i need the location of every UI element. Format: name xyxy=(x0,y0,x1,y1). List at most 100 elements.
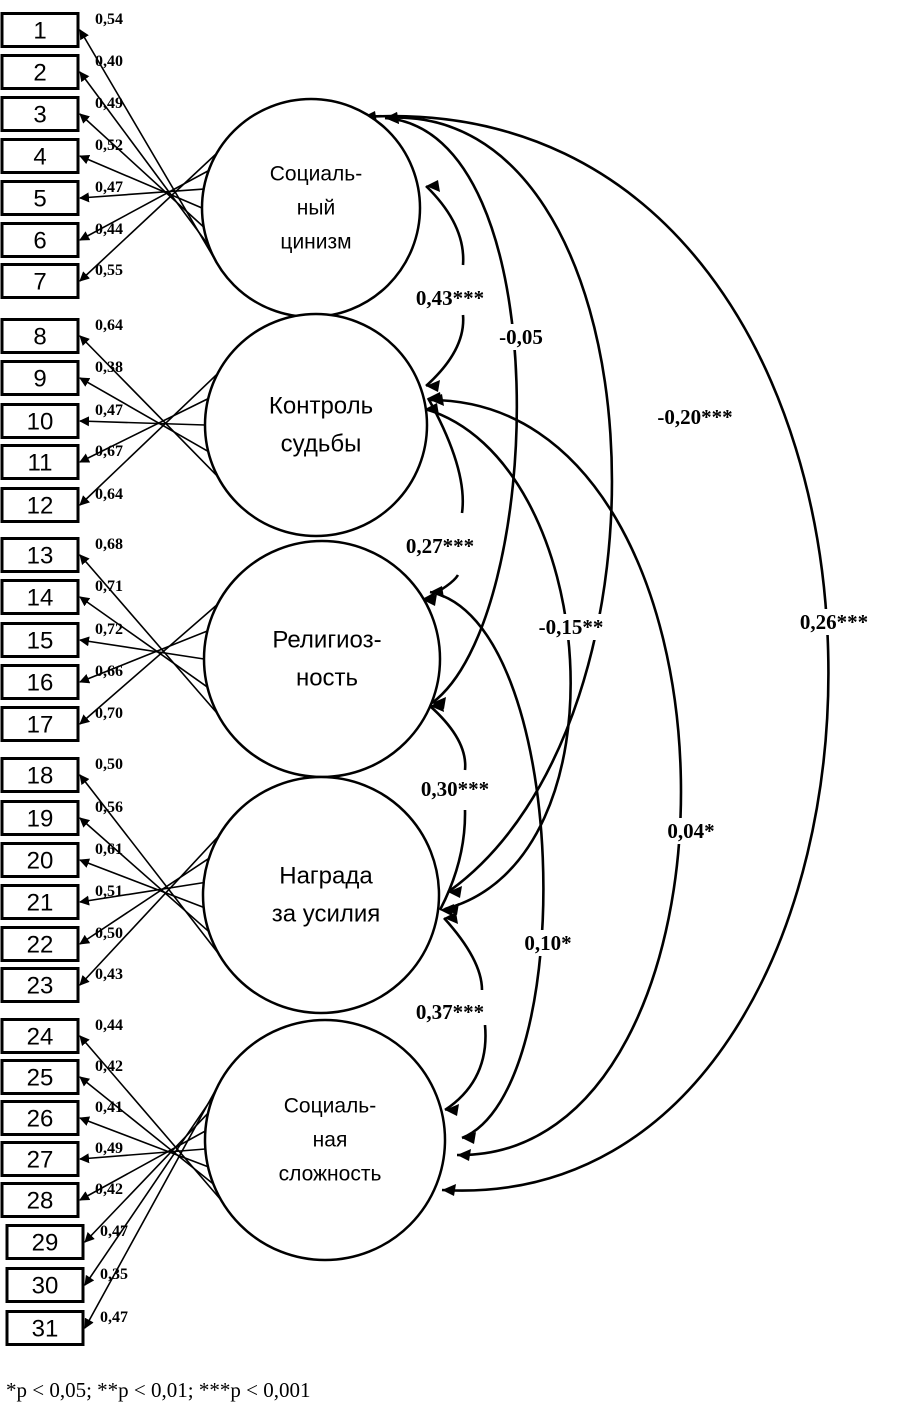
item-box-frame xyxy=(0,926,80,962)
item-box-12: 12 xyxy=(0,487,80,523)
item-box-21: 21 xyxy=(0,884,80,920)
correlation-arrowhead xyxy=(426,180,440,192)
correlation-label-bg xyxy=(412,999,488,1025)
correlation-value: -0,20*** xyxy=(657,405,732,429)
item-box-frame xyxy=(0,1141,80,1177)
correlation-value: 0,43*** xyxy=(416,286,484,310)
loading-value-11: 0,67 xyxy=(95,443,123,460)
item-label: 19 xyxy=(27,806,54,833)
factor-circle xyxy=(202,539,442,779)
item-box-16: 16 xyxy=(0,664,80,700)
factor-fate-control: Контроль судьбы xyxy=(203,312,429,538)
correlation-label-bg xyxy=(535,614,607,640)
factor-circle xyxy=(203,1018,447,1262)
item-label: 10 xyxy=(27,409,54,436)
correlation-arc xyxy=(429,590,545,1140)
loading-value-3: 0,49 xyxy=(95,95,123,112)
item-box-frame xyxy=(0,222,80,258)
loading-arrow-4 xyxy=(79,154,203,209)
correlation-arc xyxy=(429,705,467,911)
item-box-14: 14 xyxy=(0,579,80,615)
item-box-2: 2 xyxy=(0,54,80,90)
correlation-value: 0,04* xyxy=(667,819,714,843)
item-box-frame xyxy=(0,54,80,90)
item-box-24: 24 xyxy=(0,1018,80,1054)
loading-arrow-30 xyxy=(84,1095,215,1286)
correlation-value: 0,10* xyxy=(524,931,571,955)
loading-arrow-25 xyxy=(79,1076,214,1185)
item-box-28: 28 xyxy=(0,1182,80,1218)
factor-label-line: ная xyxy=(313,1129,348,1152)
factor-circle xyxy=(203,312,429,538)
loading-arrow-20 xyxy=(79,858,204,909)
correlation-religiosity-complexity: 0,10* xyxy=(429,586,575,1144)
item-box-frame xyxy=(0,537,80,573)
item-label: 24 xyxy=(27,1024,54,1051)
correlation-arrowhead xyxy=(426,380,440,392)
factor-label-line: Религиоз- xyxy=(272,627,381,654)
item-box-frame xyxy=(0,96,80,132)
correlation-arc xyxy=(425,185,465,387)
loading-value-7: 0,55 xyxy=(95,262,123,279)
item-box-frame xyxy=(0,318,80,354)
loading-value-27: 0,49 xyxy=(95,1140,123,1157)
factor-label-line: судьбы xyxy=(281,431,362,458)
correlation-value: -0,15** xyxy=(539,615,604,639)
loading-value-14: 0,71 xyxy=(95,578,123,595)
loading-value-31: 0,47 xyxy=(100,1309,128,1326)
correlation-label-bg xyxy=(402,533,478,559)
item-box-3: 3 xyxy=(0,96,80,132)
item-box-5: 5 xyxy=(0,180,80,216)
correlation-arrowhead xyxy=(442,1184,456,1196)
loading-value-9: 0,38 xyxy=(95,359,123,376)
loading-value-6: 0,44 xyxy=(95,221,123,238)
loading-value-22: 0,50 xyxy=(95,925,123,942)
loadings-layer: 0,540,400,490,520,470,440,550,640,380,47… xyxy=(79,11,222,1329)
item-label: 9 xyxy=(33,366,46,393)
item-box-1: 1 xyxy=(0,12,80,48)
loading-value-13: 0,68 xyxy=(95,536,123,553)
item-box-frame xyxy=(0,579,80,615)
item-box-frame xyxy=(0,138,80,174)
correlation-value: -0,05 xyxy=(499,325,543,349)
loading-value-2: 0,40 xyxy=(95,53,123,70)
item-box-25: 25 xyxy=(0,1059,80,1095)
correlation-cynicism-fate-control: 0,43*** xyxy=(412,180,488,392)
item-label: 30 xyxy=(32,1273,59,1300)
item-box-30: 30 xyxy=(5,1267,85,1303)
factor-label-line: Контроль xyxy=(269,393,373,420)
correlation-arc xyxy=(429,398,683,1157)
factor-religiosity: Религиоз-ность xyxy=(202,539,442,779)
item-box-frame xyxy=(5,1224,85,1260)
item-box-frame xyxy=(0,706,80,742)
loading-value-21: 0,51 xyxy=(95,883,123,900)
item-box-frame xyxy=(5,1267,85,1303)
item-label: 14 xyxy=(27,585,54,612)
loading-arrow-31 xyxy=(84,1079,222,1329)
loading-arrow-8 xyxy=(79,335,219,477)
loading-arrow-2 xyxy=(79,71,210,246)
item-box-frame xyxy=(0,1018,80,1054)
loading-value-17: 0,70 xyxy=(95,705,123,722)
factor-label-line: Социаль- xyxy=(270,163,362,186)
loading-value-24: 0,44 xyxy=(95,1017,123,1034)
correlation-label-bg xyxy=(796,609,872,635)
correlation-value: 0,27*** xyxy=(406,534,474,558)
item-box-8: 8 xyxy=(0,318,80,354)
item-label: 7 xyxy=(33,269,46,296)
factor-circle xyxy=(201,775,441,1015)
item-box-frame xyxy=(0,180,80,216)
item-label: 29 xyxy=(32,1230,59,1257)
factor-label-line: за усилия xyxy=(272,901,381,928)
loading-arrow-10 xyxy=(79,416,206,427)
correlation-arrowhead xyxy=(430,394,444,406)
item-box-7: 7 xyxy=(0,263,80,299)
item-label: 26 xyxy=(27,1106,54,1133)
loading-arrow-19 xyxy=(79,817,210,933)
loading-value-1: 0,54 xyxy=(95,11,123,28)
correlation-arc xyxy=(422,397,465,602)
factor-label-line: ность xyxy=(296,665,358,692)
correlation-arc xyxy=(384,116,519,705)
